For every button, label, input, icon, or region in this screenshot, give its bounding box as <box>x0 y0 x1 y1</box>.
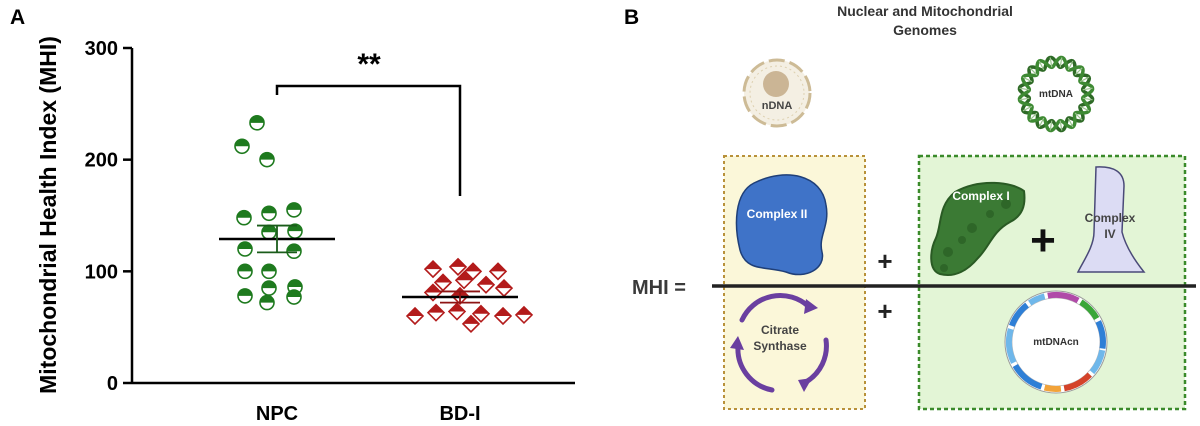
y-ticks: 0 100 200 300 <box>85 38 132 395</box>
ndna-label: nDNA <box>762 100 793 112</box>
complex-ii-label: Complex II <box>747 207 808 221</box>
complex-iv-label-line2: IV <box>1104 227 1115 241</box>
complex-i-label: Complex I <box>952 189 1009 203</box>
data-point <box>448 257 468 276</box>
y-tick-label: 300 <box>85 38 118 60</box>
data-point <box>237 263 253 280</box>
mtdnacn-label: mtDNAcn <box>1033 337 1079 348</box>
chart-a: Mitochondrial Health Index (MHI) 0 100 200… <box>35 36 575 425</box>
complex-i-texture <box>940 199 1011 272</box>
data-point <box>494 278 514 298</box>
complex-ii-shape <box>735 174 828 276</box>
data-point <box>405 306 425 326</box>
mtdnacn-plasmid-icon: mtDNAcn <box>1004 290 1108 394</box>
significance-label: ** <box>357 48 381 81</box>
data-point <box>249 115 265 131</box>
mtdna-label: mtDNA <box>1039 89 1073 100</box>
data-point <box>259 151 275 168</box>
panel-b-label: B <box>624 6 639 29</box>
data-point <box>433 273 453 292</box>
mean-sem-bars <box>219 224 518 304</box>
plus-complexes: + <box>1030 216 1056 265</box>
data-point <box>286 202 302 218</box>
data-point <box>423 259 443 279</box>
data-point <box>454 271 474 290</box>
significance-bracket <box>275 84 462 196</box>
data-point <box>476 275 496 294</box>
y-axis-label: Mitochondrial Health Index (MHI) <box>35 36 61 394</box>
y-tick-label: 0 <box>107 373 118 395</box>
data-point <box>471 304 491 323</box>
mhi-equals-label: MHI = <box>632 277 686 299</box>
citrate-label-line1: Citrate <box>761 323 799 337</box>
plus-denominator: + <box>877 296 892 326</box>
data-point <box>461 314 481 333</box>
data-point <box>287 223 303 239</box>
complex-i-shape <box>930 181 1026 276</box>
data-point <box>261 263 277 280</box>
panel-b: B Nuclear and Mitochondrial Genomes nDNA… <box>624 3 1196 411</box>
data-point <box>447 302 467 321</box>
x-tick-label: BD-I <box>439 403 480 425</box>
y-tick-label: 200 <box>85 150 118 172</box>
data-point <box>463 262 483 281</box>
panel-b-title-line2: Genomes <box>893 22 957 38</box>
data-point <box>514 305 534 325</box>
data-point <box>236 209 252 226</box>
y-tick-label: 100 <box>85 261 118 283</box>
data-point <box>261 280 277 296</box>
data-point <box>237 288 253 304</box>
complex-iv-shape <box>1076 166 1146 273</box>
data-point <box>261 205 277 222</box>
plus-numerator: + <box>877 246 892 276</box>
data-point <box>234 138 250 155</box>
citrate-label-line2: Synthase <box>753 339 807 353</box>
data-point <box>493 306 513 326</box>
panel-a-label: A <box>10 6 25 29</box>
data-point <box>286 243 302 260</box>
data-point <box>237 241 253 257</box>
citrate-cycle-arrowheads <box>730 299 818 392</box>
data-point <box>488 262 508 281</box>
data-point <box>426 303 446 322</box>
x-tick-labels: NPC BD-I <box>256 403 481 425</box>
mtdna-helix-icon: mtDNA <box>1017 55 1095 133</box>
panel-b-title-line1: Nuclear and Mitochondrial <box>837 3 1013 19</box>
data-point <box>259 294 275 311</box>
data-point <box>286 289 302 305</box>
data-point <box>261 224 277 241</box>
x-tick-label: NPC <box>256 403 298 425</box>
complex-iv-label-line1: Complex <box>1085 211 1136 225</box>
ndna-nucleus-icon: nDNA <box>742 58 812 128</box>
data-points <box>234 115 534 333</box>
